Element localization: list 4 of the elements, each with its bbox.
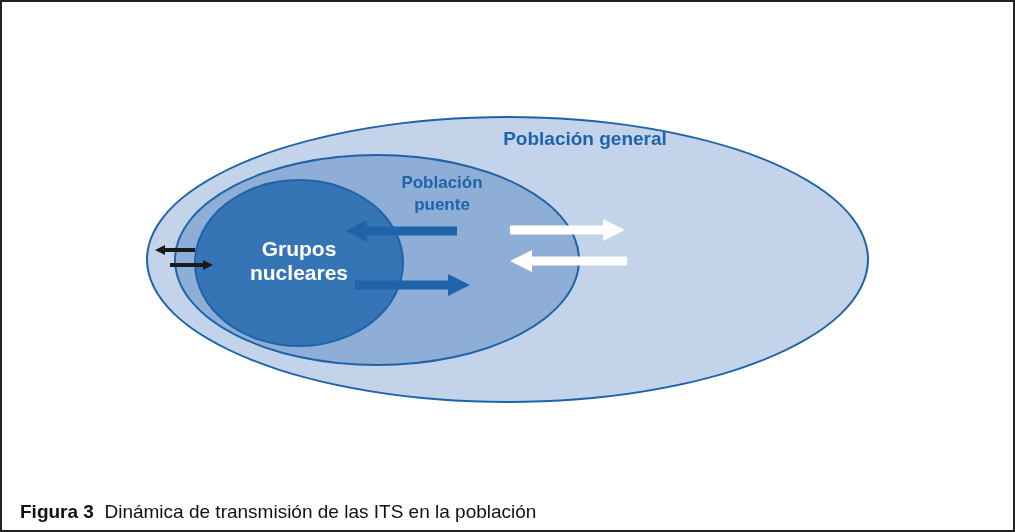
ellipse-label: Grupos nucleares (248, 237, 350, 285)
ellipse-label: Población puente (400, 172, 484, 216)
figure-caption: Figura 3 Dinámica de transmisión de las ITS en la población (20, 500, 537, 524)
ellipse-label: Población general (502, 127, 668, 151)
